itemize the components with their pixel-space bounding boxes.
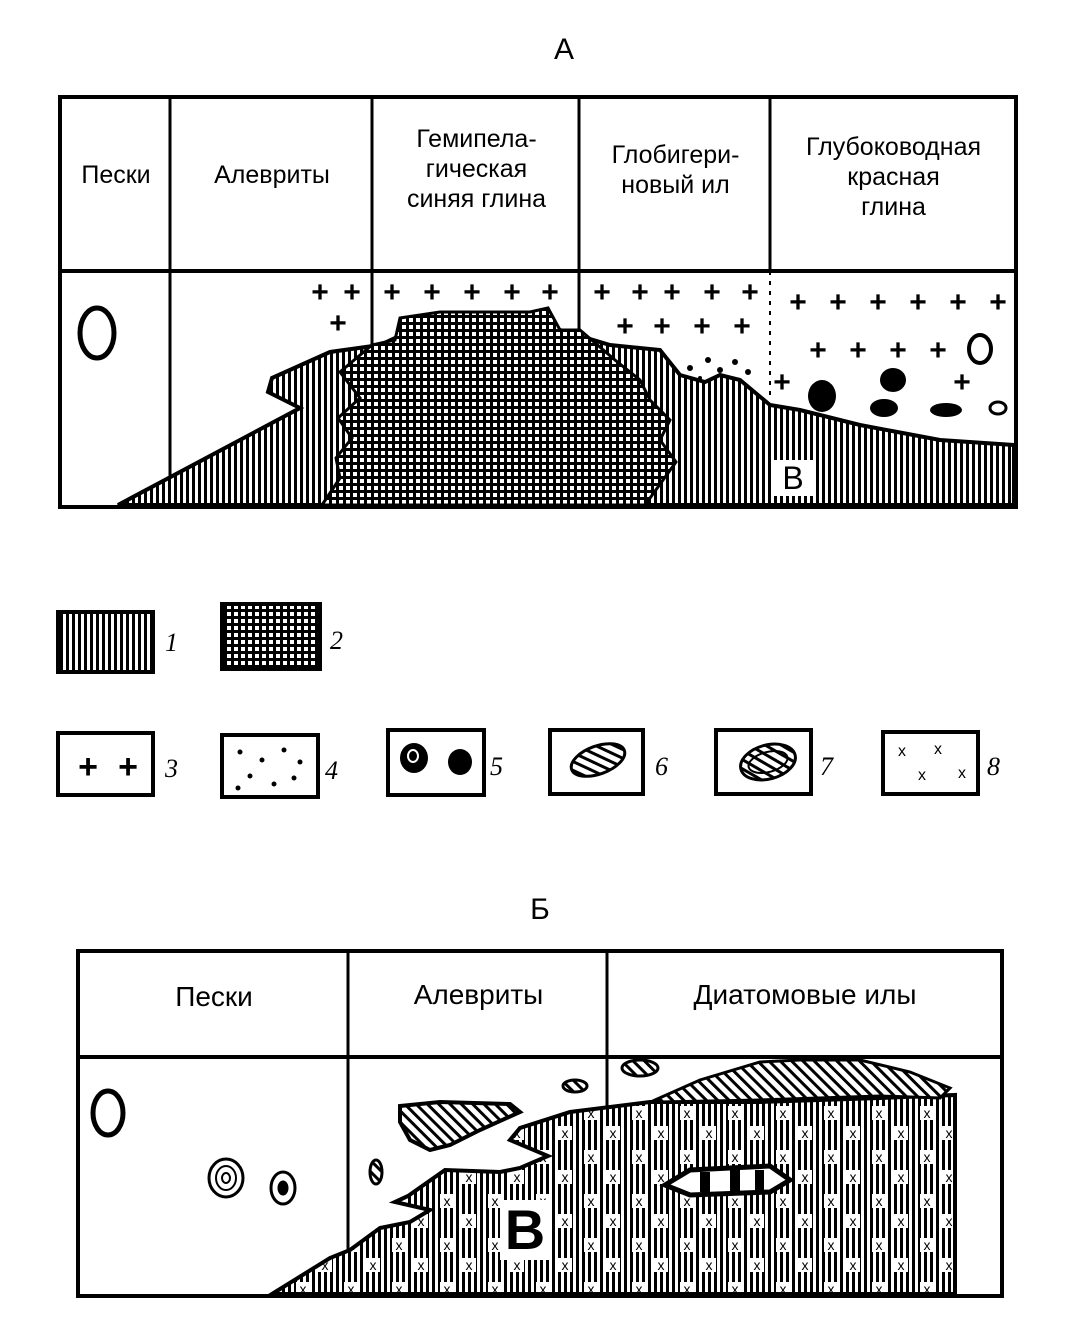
svg-text:+: + <box>849 334 867 367</box>
svg-text:+: + <box>118 748 138 786</box>
legend-swatch-4 <box>220 733 320 799</box>
figure-a-header-red-clay: Глубоководная красная глина <box>805 133 982 221</box>
svg-text:x: x <box>918 767 926 784</box>
legend-label-3: 3 <box>165 754 178 783</box>
svg-text:+: + <box>929 334 947 367</box>
figure-a-header-silts: Алевриты <box>214 161 330 189</box>
figure-a-plus-marks: +++ +++++ +++++ ++++ ++++++ ++++ ++ <box>311 276 1007 399</box>
legend-label-5: 5 <box>490 752 503 781</box>
svg-text:+: + <box>949 286 967 319</box>
figure-a-title: А <box>553 33 574 66</box>
svg-text:+: + <box>909 286 927 319</box>
legend-swatch-2 <box>220 602 322 671</box>
figure-a-dots <box>687 357 751 380</box>
figure-a-nodules <box>808 333 1008 417</box>
figure-b-hatched-body <box>398 1099 524 1153</box>
figure-a-header-hemipelagic: Гемипела- гическая синяя глина <box>406 125 547 213</box>
figure-b-label-v: В <box>500 1200 550 1260</box>
svg-text:x: x <box>934 741 942 758</box>
svg-text:+: + <box>616 310 634 343</box>
svg-text:+: + <box>383 276 401 309</box>
svg-text:+: + <box>809 334 827 367</box>
figure-b-layer-1 <box>264 1092 957 1296</box>
svg-text:+: + <box>329 307 347 340</box>
svg-text:+: + <box>631 276 649 309</box>
legend-swatch-3 <box>56 731 155 797</box>
svg-text:+: + <box>663 276 681 309</box>
svg-text:+: + <box>989 286 1007 319</box>
figure-a-header-globigerina: Глобигери- новый ил <box>611 141 740 199</box>
figure-a-header-sands: Пески <box>81 161 151 189</box>
svg-text:+: + <box>829 286 847 319</box>
svg-text:+: + <box>789 286 807 319</box>
figure-b-diagram <box>76 949 1004 1298</box>
svg-text:+: + <box>741 276 759 309</box>
svg-text:+: + <box>773 366 791 399</box>
svg-text:+: + <box>343 276 361 309</box>
svg-text:+: + <box>953 366 971 399</box>
figure-b-title: Б <box>530 893 550 926</box>
svg-text:+: + <box>733 310 751 343</box>
svg-text:+: + <box>503 276 521 309</box>
svg-text:+: + <box>593 276 611 309</box>
figure-a-label-v: В <box>773 460 813 496</box>
svg-text:x: x <box>958 765 966 782</box>
figure-a-diagram: +++ +++++ +++++ ++++ ++++++ ++++ ++ <box>58 95 1018 509</box>
svg-text:+: + <box>869 286 887 319</box>
figure-a-ring <box>77 305 117 361</box>
svg-text:+: + <box>423 276 441 309</box>
svg-text:x: x <box>898 743 906 760</box>
svg-text:+: + <box>889 334 907 367</box>
figure-b-header-sands: Пески <box>175 981 253 1012</box>
legend-label-1: 1 <box>165 628 178 657</box>
figure-b-header-diatom: Диатомовые илы <box>693 979 917 1010</box>
figure-b-concretions <box>207 1157 297 1206</box>
legend-label-6: 6 <box>655 752 668 781</box>
svg-text:+: + <box>78 748 98 786</box>
legend-label-7: 7 <box>820 752 833 781</box>
svg-text:+: + <box>693 310 711 343</box>
svg-text:+: + <box>541 276 559 309</box>
svg-text:+: + <box>311 276 329 309</box>
svg-text:+: + <box>653 310 671 343</box>
legend-label-8: 8 <box>987 752 1000 781</box>
legend-label-4: 4 <box>325 756 338 785</box>
figure-b-ring <box>90 1088 126 1138</box>
figure-b-hatched-cap <box>651 1058 953 1104</box>
svg-text:+: + <box>463 276 481 309</box>
legend-swatch-1 <box>56 610 155 674</box>
svg-text:+: + <box>703 276 721 309</box>
figure-b-header-silts: Алевриты <box>413 979 544 1010</box>
figure-a-layer-2 <box>319 306 678 507</box>
legend-swatch-8 <box>881 730 980 796</box>
legend-label-2: 2 <box>330 626 343 655</box>
